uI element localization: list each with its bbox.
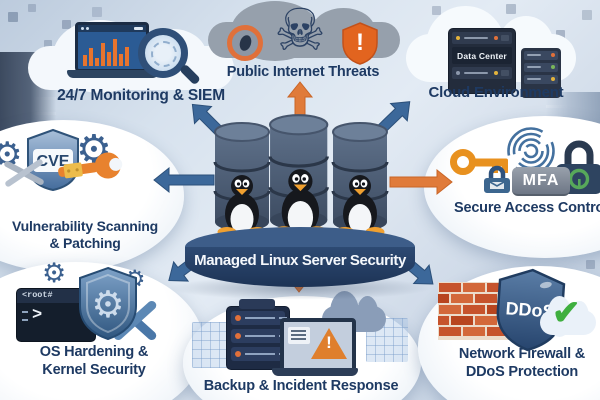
- cloud-environment-label: Cloud Environment: [428, 84, 564, 101]
- magnifier-fingerprint-icon: [138, 28, 201, 88]
- mfa-badge: MFA: [512, 167, 570, 196]
- incident-laptop-screen: !: [280, 318, 356, 372]
- server-top-unit: [239, 299, 275, 309]
- mosaic-square: [506, 4, 516, 14]
- mosaic-square: [28, 4, 36, 12]
- mosaic-square: [8, 12, 18, 22]
- shield-gear-icon: ⚙: [79, 266, 137, 341]
- fingerprint-detail: [151, 41, 177, 67]
- incident-laptop-icon: !: [272, 318, 358, 376]
- tools-icon: [2, 158, 52, 190]
- alert-exclamation: !: [356, 29, 364, 56]
- terminal-prompt: >: [32, 306, 43, 325]
- monitoring-laptop-icon: [67, 22, 159, 78]
- incident-laptop-base: [272, 368, 358, 376]
- wrench-icon: [58, 152, 123, 179]
- monitoring-label: 24/7 Monitoring & SIEM: [57, 87, 225, 104]
- protected-cloud-shape: [540, 295, 596, 337]
- rack-row: [452, 67, 512, 79]
- mosaic-square: [92, 7, 102, 17]
- log-card: [288, 327, 310, 344]
- secure-access-label: Secure Access Control: [453, 200, 600, 216]
- terminal-title: <root#: [17, 289, 95, 303]
- laptop-base: [67, 70, 159, 78]
- os-hardening-label: OS Hardening & Kernel Security: [2, 344, 186, 379]
- titlebar-dot: [81, 27, 84, 30]
- bug-body: [237, 33, 254, 53]
- pixel-grid-decoration: [192, 322, 230, 368]
- alert-shield-icon: !: [342, 22, 378, 65]
- vulnerability-label: Vulnerability Scanning & Patching: [0, 218, 186, 252]
- vulnerability-label-line1: Vulnerability Scanning: [12, 218, 158, 234]
- firewall-label-line1: Network Firewall &: [458, 346, 586, 362]
- magnifier-handle: [179, 63, 201, 86]
- threats-label: Public Internet Threats: [226, 64, 380, 80]
- titlebar-dot: [86, 27, 89, 30]
- mosaic-square: [44, 40, 52, 48]
- backup-server-icon: [226, 299, 290, 370]
- data-center-label: Data Center: [452, 47, 512, 64]
- os-hardening-label-line2: Kernel Security: [42, 361, 146, 378]
- small-server-rack-icon: [521, 48, 561, 98]
- terminal-line: [22, 311, 28, 313]
- small-padlock-icon: [484, 165, 510, 193]
- mosaic-square: [582, 10, 592, 20]
- terminal-line: [22, 319, 28, 321]
- mosaic-square: [62, 20, 71, 29]
- gear-icon: ⚙: [42, 258, 67, 288]
- warning-exclamation: !: [326, 333, 332, 352]
- cve-badge: CVE: [37, 153, 70, 170]
- rack-row: [452, 32, 512, 44]
- shield-gear-glyph: ⚙: [91, 283, 124, 326]
- os-hardening-label-line1: OS Hardening &: [39, 344, 149, 360]
- mosaic-square: [432, 6, 441, 15]
- check-icon: ✔: [552, 294, 581, 332]
- skull-crossbones-icon: ☠: [274, 0, 326, 63]
- firewall-label: Network Firewall & DDoS Protection: [428, 346, 600, 381]
- firewall-label-line2: DDoS Protection: [465, 363, 579, 380]
- backup-label: Backup & Incident Response: [203, 378, 399, 394]
- bar-chart-icon: [83, 39, 129, 66]
- titlebar-box: [134, 27, 143, 30]
- diagram-title: Managed Linux Server Security: [194, 252, 406, 269]
- linux-server-cluster: [213, 113, 389, 238]
- vulnerability-label-line2: & Patching: [49, 235, 121, 252]
- bug-icon: [227, 25, 263, 61]
- mosaic-square: [556, 30, 565, 39]
- data-center-rack-icon: Data Center: [448, 28, 516, 94]
- laptop-titlebar: [78, 25, 146, 32]
- mosaic-square: [586, 260, 595, 269]
